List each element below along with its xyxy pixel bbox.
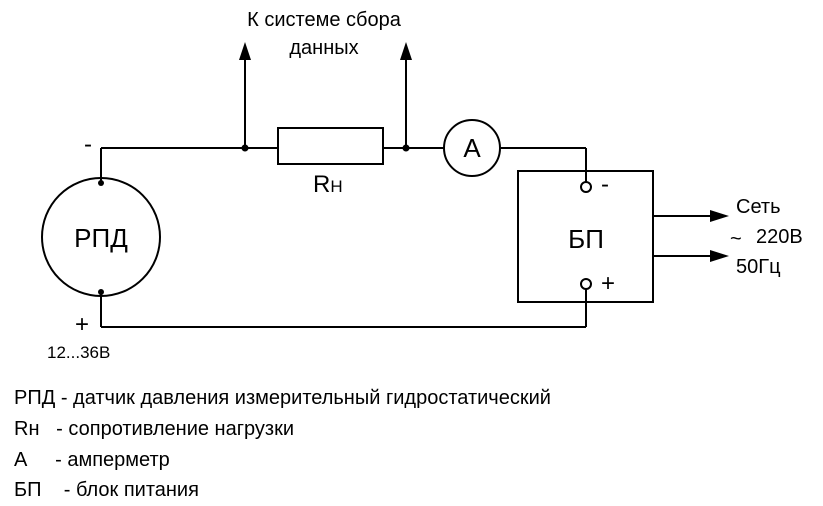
legend-desc: - амперметр (27, 449, 170, 471)
sensor-minus-sign: - (84, 131, 92, 158)
legend-item-rn: Rн - сопротивление нагрузки (14, 417, 294, 441)
legend-item-a: А - амперметр (14, 448, 170, 472)
top-label-line1: К системе сбора (247, 9, 402, 31)
power-supply-box (517, 170, 654, 303)
legend-key: Rн (14, 418, 40, 440)
top-label-line2: данных (289, 37, 358, 59)
sensor-top-dot (98, 180, 104, 186)
legend-item-rpd: РПД - датчик давления измерительный гидр… (14, 386, 551, 410)
psu-minus-sign: - (601, 171, 609, 198)
sensor-label: РПД (74, 223, 128, 253)
arrow-up-right (400, 42, 412, 60)
psu-minus-terminal (580, 181, 592, 193)
sensor-bottom-dot (98, 289, 104, 295)
arrow-up-left (239, 42, 251, 60)
legend-key: РПД (14, 387, 56, 409)
voltage-range: 12...36В (47, 343, 110, 362)
psu-label: БП (568, 224, 604, 254)
mains-tilde: ~ (730, 228, 742, 250)
sensor-plus-sign: + (75, 311, 89, 338)
ammeter (443, 119, 501, 177)
resistor (277, 127, 384, 165)
arrow-right-top (710, 210, 729, 222)
junction-dot-left (241, 144, 249, 152)
mains-line1: Сеть (736, 196, 780, 218)
sensor-circle (41, 177, 161, 297)
resistor-label: RН (313, 171, 343, 198)
legend-desc: - сопротивление нагрузки (39, 418, 295, 440)
mains-line2: 220В (756, 226, 803, 248)
psu-plus-terminal (580, 278, 592, 290)
arrow-right-bottom (710, 250, 729, 262)
legend-key: БП (14, 479, 42, 501)
legend-item-bp: БП - блок питания (14, 478, 199, 502)
legend-key: А (14, 449, 28, 471)
legend-desc: - блок питания (41, 479, 199, 501)
junction-dot-right (402, 144, 410, 152)
mains-line3: 50Гц (736, 256, 781, 278)
psu-plus-sign: + (601, 270, 615, 297)
ammeter-label: A (463, 133, 481, 163)
legend-desc: - датчик давления измерительный гидроста… (55, 387, 551, 409)
